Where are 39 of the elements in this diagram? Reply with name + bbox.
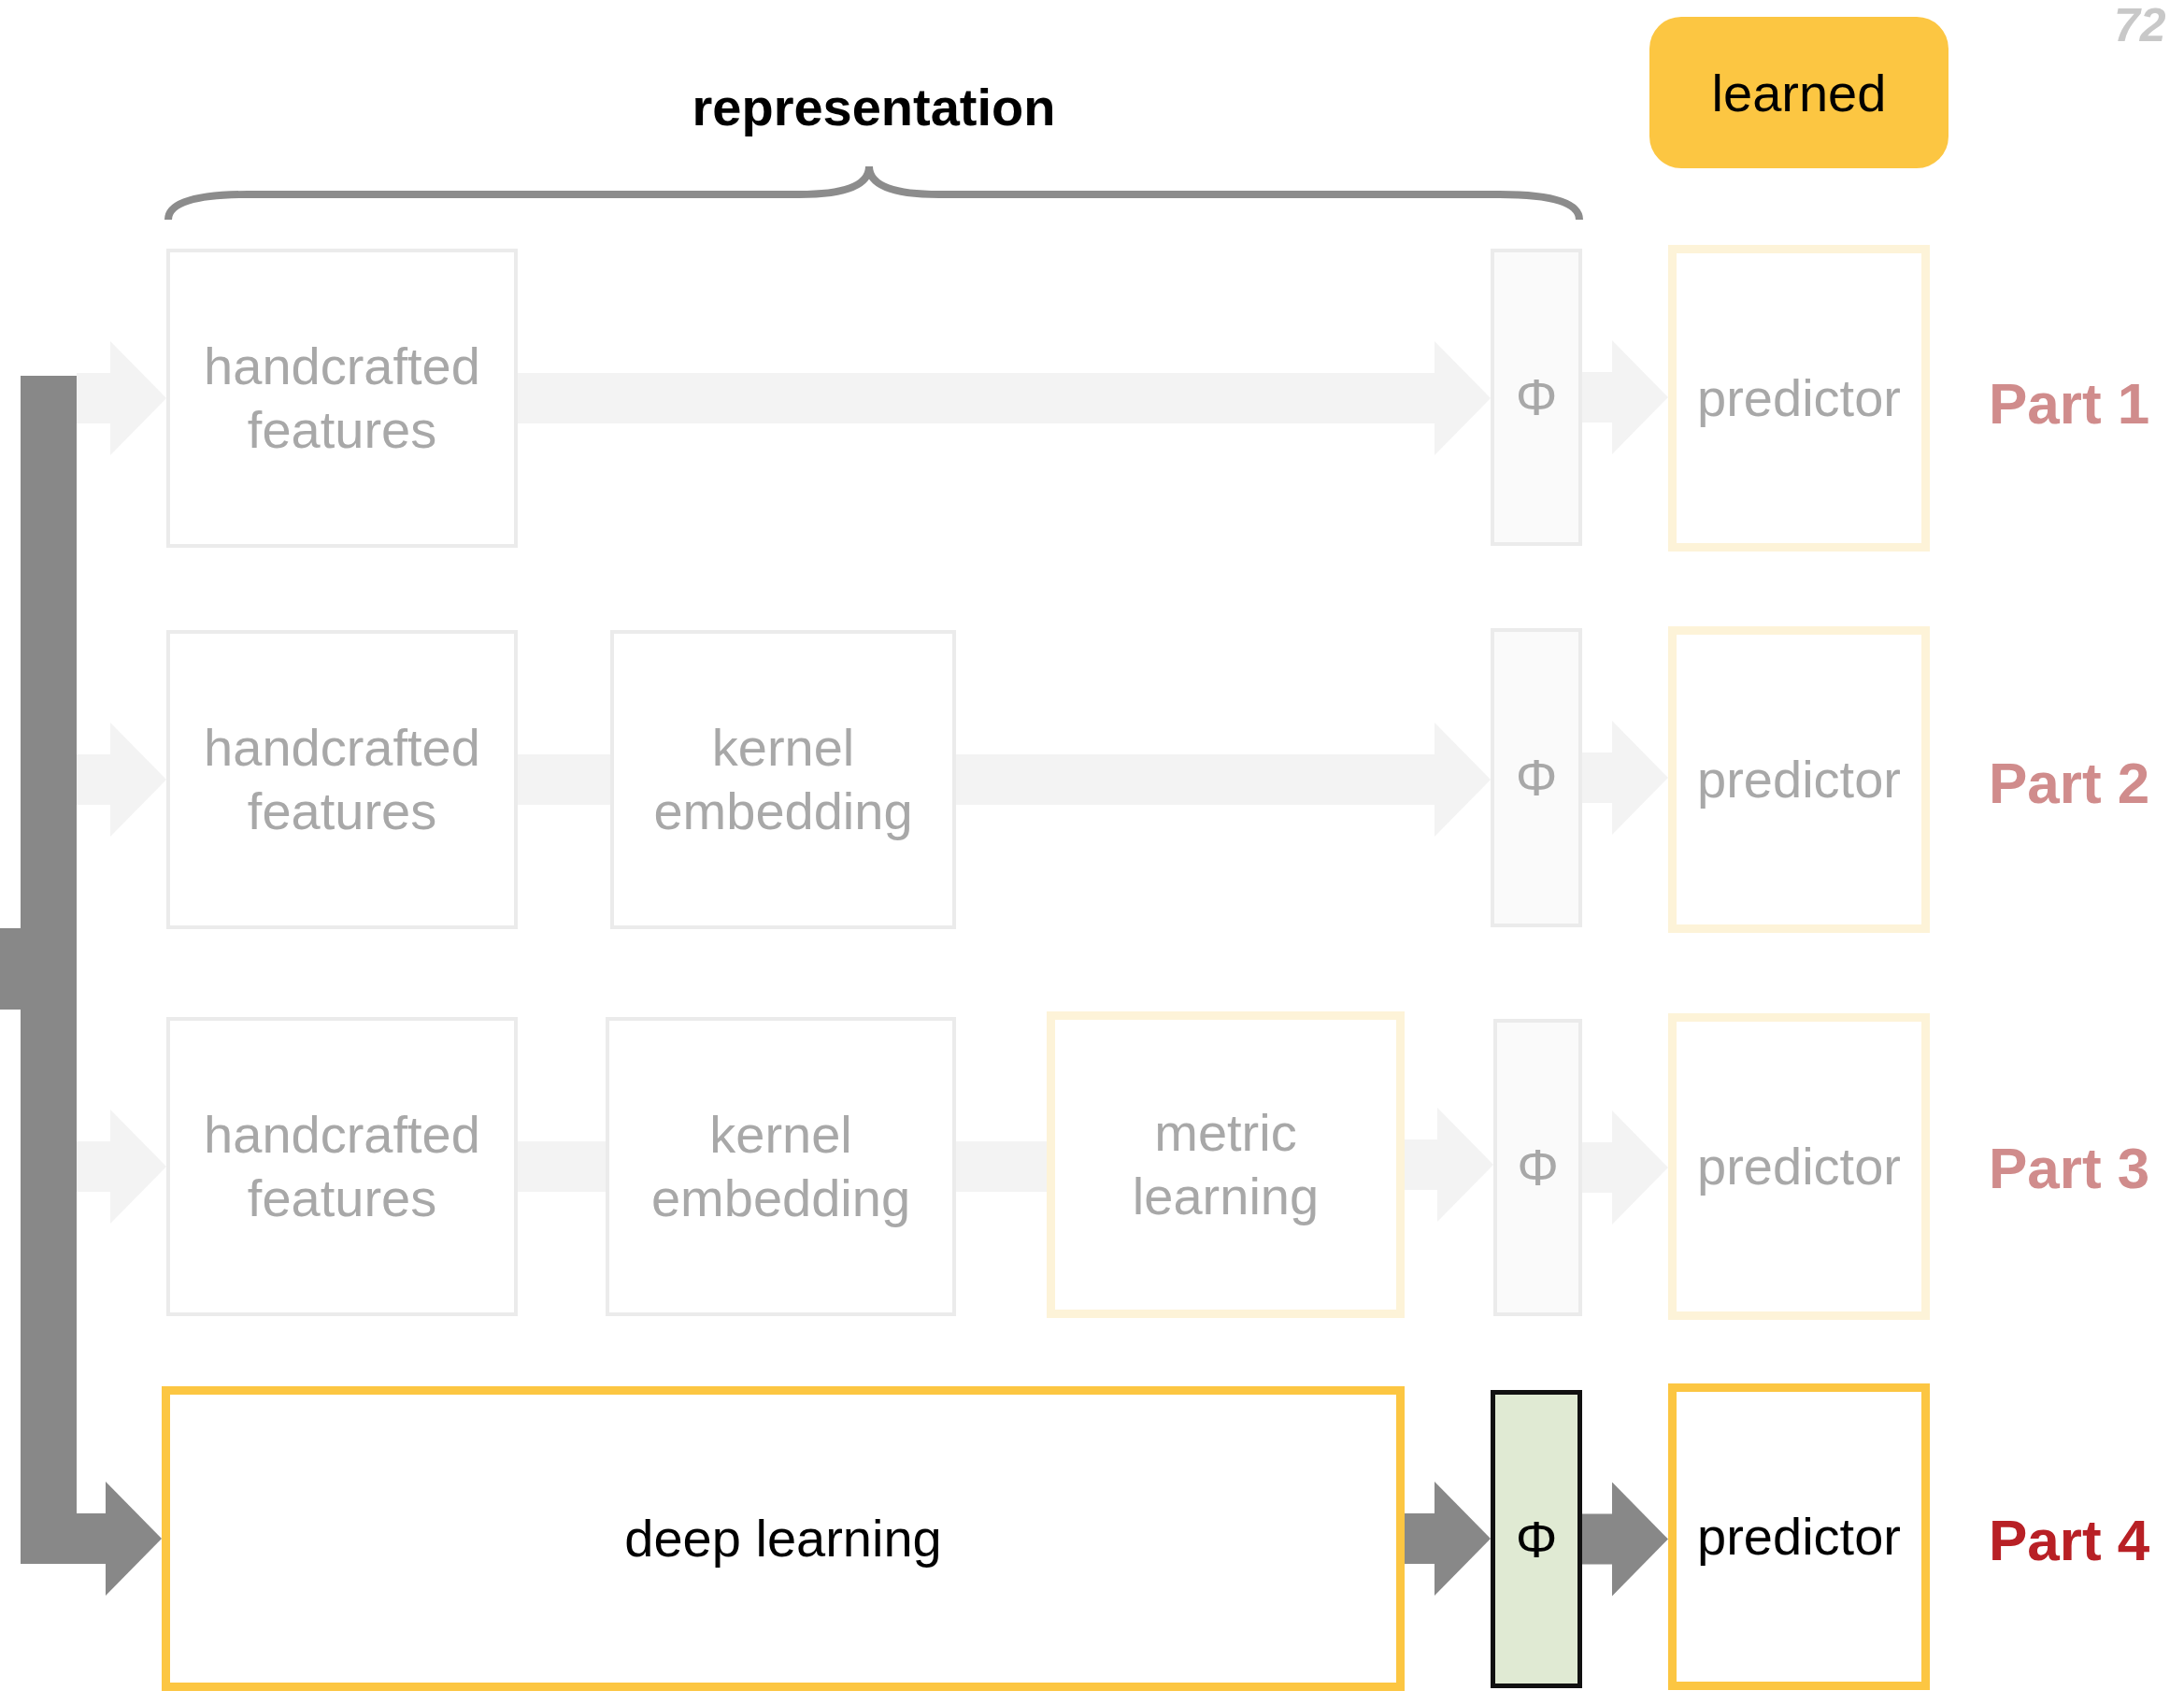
learned-box xyxy=(1668,1013,1930,1320)
arrow xyxy=(1582,1482,1668,1597)
trunk-bar xyxy=(0,376,77,1564)
learned-box xyxy=(1668,245,1930,552)
arrow xyxy=(1582,721,1668,835)
box-label: metric learning xyxy=(1131,1102,1320,1227)
row-label: Part 3 xyxy=(1989,1135,2150,1201)
box-label: Φ xyxy=(1515,747,1558,809)
box-label: Φ xyxy=(1515,366,1558,428)
box-label: predictor xyxy=(1697,367,1901,429)
arrow xyxy=(77,1110,166,1224)
box-label: Φ xyxy=(1517,1137,1559,1198)
arrow xyxy=(77,341,166,455)
learned-box xyxy=(1668,1383,1930,1690)
arrow xyxy=(1582,340,1668,454)
legend-label: learned xyxy=(1711,62,1887,123)
row-label: Part 4 xyxy=(1989,1507,2150,1573)
box-label: predictor xyxy=(1697,749,1901,810)
box-label: predictor xyxy=(1697,1506,1901,1568)
arrow xyxy=(1582,1110,1668,1225)
learned-box xyxy=(1047,1011,1405,1318)
learned-box xyxy=(1668,626,1930,933)
bracket-label: representation xyxy=(692,77,1056,137)
arrow xyxy=(1405,1482,1491,1596)
box-label: handcrafted features xyxy=(203,1104,481,1229)
learned-box xyxy=(162,1386,1405,1691)
box-label: kernel embedding xyxy=(649,1104,912,1229)
box-label: deep learning xyxy=(624,1508,942,1569)
arrow xyxy=(77,1482,162,1596)
box-label: handcrafted features xyxy=(203,717,481,842)
arrow xyxy=(1405,1108,1493,1222)
box-label: kernel embedding xyxy=(652,717,914,842)
row-label: Part 2 xyxy=(1989,750,2150,816)
box-label: predictor xyxy=(1697,1136,1901,1197)
row-label: Part 1 xyxy=(1989,370,2150,437)
arrow xyxy=(77,723,166,837)
box-label: Φ xyxy=(1515,1508,1558,1570)
phi-box xyxy=(1491,1390,1582,1688)
box-label: handcrafted features xyxy=(203,336,481,461)
